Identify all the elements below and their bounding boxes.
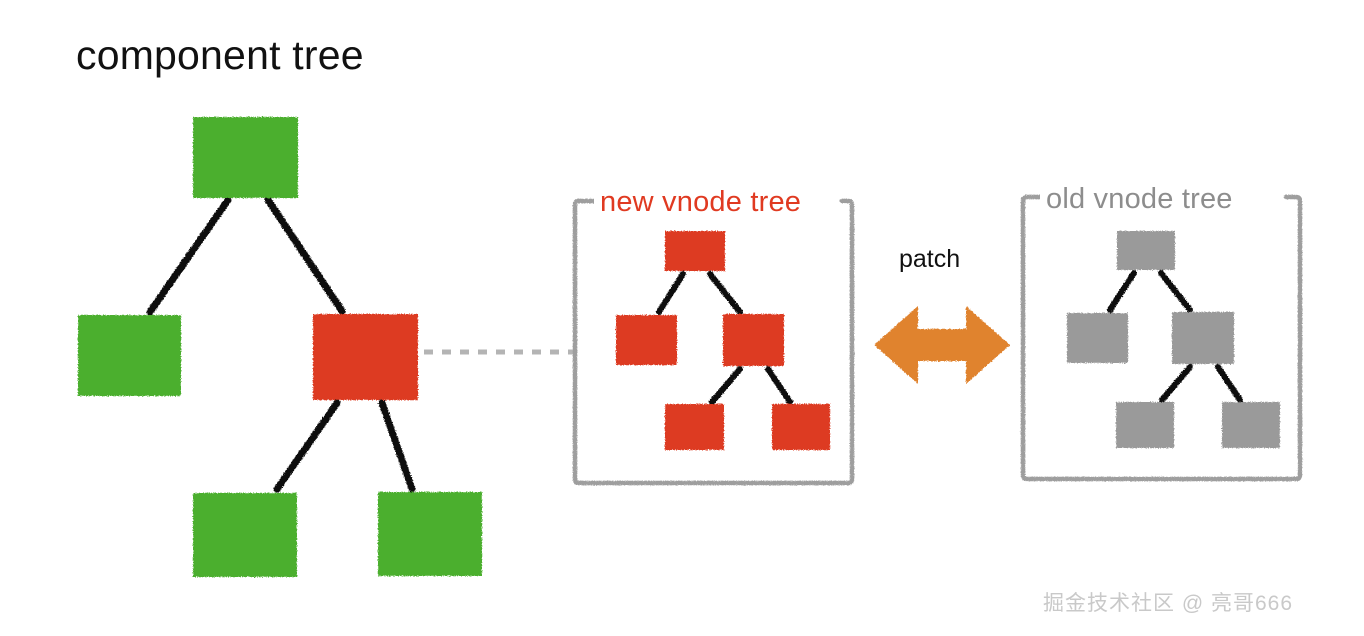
edge-root-childB (264, 196, 346, 315)
component-tree-edges (146, 196, 416, 493)
edge-n-right-n-rr (765, 366, 793, 405)
edge-root-childA (146, 196, 232, 316)
edge-o-right-o-rr (1215, 364, 1243, 403)
new-vnode-tree-nodes (616, 231, 830, 450)
new-vnode-root[interactable] (665, 231, 725, 271)
old-vnode-tree-edges (1107, 270, 1243, 403)
new-vnode-leaf-left[interactable] (665, 404, 724, 450)
component-node-root[interactable] (193, 117, 298, 198)
watermark-text: 掘金技术社区 @ 亮哥666 (1043, 592, 1294, 615)
component-tree-nodes (78, 117, 482, 577)
old-vnode-tree-label: old vnode tree (1040, 183, 1239, 216)
edge-childB-grandchildB (378, 399, 416, 493)
new-vnode-left[interactable] (616, 315, 677, 365)
old-vnode-left[interactable] (1067, 313, 1128, 363)
page-title: component tree (76, 32, 364, 78)
edge-childB-grandchildA (273, 399, 341, 493)
new-vnode-tree-frame (572, 198, 855, 486)
edge-o-root-o-right (1158, 270, 1193, 313)
old-vnode-right[interactable] (1172, 312, 1234, 364)
old-vnode-tree-frame (1020, 194, 1303, 482)
edge-o-right-o-ll (1159, 364, 1193, 403)
new-vnode-tree-edges (656, 271, 793, 405)
old-vnode-root[interactable] (1117, 231, 1175, 270)
component-node-grandchild-a[interactable] (193, 493, 297, 577)
old-vnode-tree-nodes (1067, 231, 1280, 448)
edge-n-root-n-left (656, 271, 686, 315)
component-node-child-b-updated[interactable] (313, 314, 418, 400)
edge-n-right-n-ll (709, 366, 743, 405)
old-vnode-leaf-left[interactable] (1116, 402, 1174, 448)
component-node-grandchild-b[interactable] (378, 492, 482, 576)
edge-n-root-n-right (707, 271, 743, 315)
patch-label: patch (899, 245, 961, 273)
patch-arrow-icon (874, 306, 1010, 384)
component-node-child-a[interactable] (78, 315, 181, 396)
old-vnode-leaf-right[interactable] (1222, 402, 1280, 448)
new-vnode-tree-label: new vnode tree (594, 186, 808, 219)
edge-o-root-o-left (1107, 270, 1137, 313)
new-vnode-leaf-right[interactable] (772, 404, 830, 450)
new-vnode-right[interactable] (723, 314, 784, 366)
